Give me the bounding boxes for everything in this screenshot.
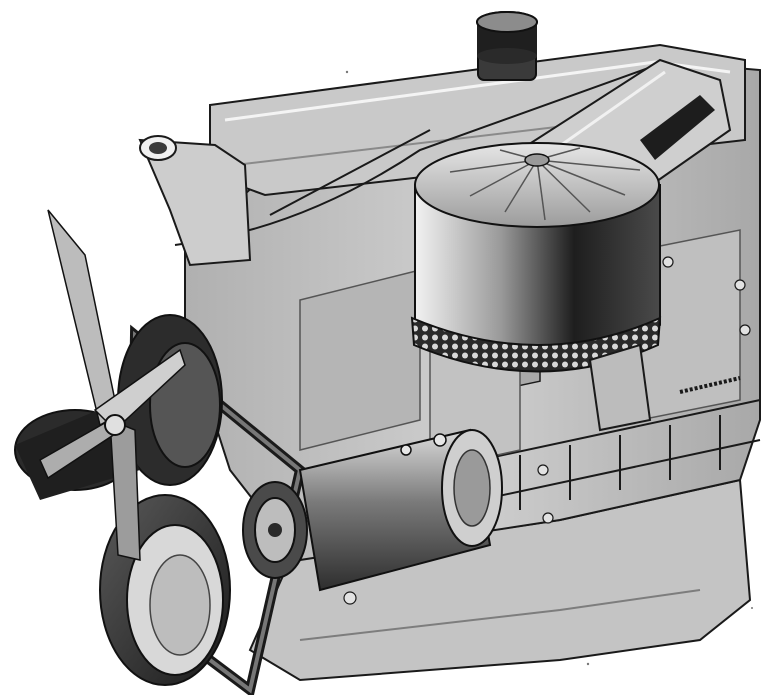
fan-blades: [39, 209, 186, 561]
water-outlet: [138, 135, 252, 267]
air-cleaner: [410, 142, 662, 373]
generator-pulley: [242, 481, 308, 579]
oil-filler-cap: [476, 11, 538, 81]
print-specks: [345, 70, 753, 666]
exhaust-manifold: [588, 343, 741, 432]
generator: [298, 428, 503, 592]
